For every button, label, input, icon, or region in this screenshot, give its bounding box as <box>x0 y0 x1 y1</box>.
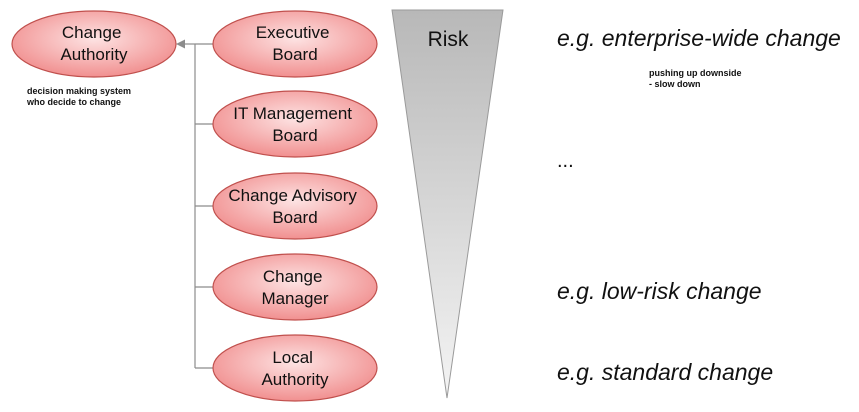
executive-board-label: Executive Board <box>256 23 334 64</box>
executive-board-label-line-2: Board <box>272 45 317 64</box>
slow-down-note-line-2: - slow down <box>649 79 701 89</box>
slow-down-note: pushing up downside - slow down <box>649 68 744 89</box>
example-standard: e.g. standard change <box>557 359 773 385</box>
change-authority-label-line-2: Authority <box>60 45 128 64</box>
change-authority-label: Change Authority <box>60 23 128 64</box>
change-manager-label: Change Manager <box>261 267 328 308</box>
executive-board-ellipse <box>212 10 378 78</box>
decision-note: decision making system who decide to cha… <box>26 86 134 107</box>
change-advisory-board-label-line-1: Change Advisory <box>228 186 357 205</box>
slow-down-note-line-1: pushing up downside <box>649 68 742 78</box>
local-authority-label-line-2: Authority <box>261 370 329 389</box>
it-management-board-label-line-2: Board <box>272 126 317 145</box>
change-manager-label-line-2: Manager <box>261 289 328 308</box>
executive-board-node: Executive Board <box>212 10 378 78</box>
change-authority-ellipse <box>11 10 177 78</box>
change-manager-label-line-1: Change <box>263 267 323 286</box>
change-manager-node: Change Manager <box>212 253 378 321</box>
risk-triangle <box>391 9 504 399</box>
change-authority-label-line-1: Change <box>62 23 122 42</box>
decision-note-line-2: who decide to change <box>26 97 121 107</box>
change-advisory-board-ellipse <box>212 172 378 240</box>
example-ellipsis: ... <box>557 150 574 172</box>
it-management-board-node: IT Management Board <box>212 90 378 158</box>
connector-lines <box>176 39 213 369</box>
change-advisory-board-node: Change Advisory Board <box>212 172 378 240</box>
local-authority-node: Local Authority <box>212 334 378 402</box>
decision-note-line-1: decision making system <box>27 86 131 96</box>
risk-title: Risk <box>428 28 469 51</box>
it-management-board-label: IT Management Board <box>233 104 357 145</box>
arrowhead-icon <box>176 39 185 49</box>
executive-board-label-line-1: Executive <box>256 23 330 42</box>
change-manager-ellipse <box>212 253 378 321</box>
local-authority-ellipse <box>212 334 378 402</box>
it-management-board-label-line-1: IT Management <box>233 104 352 123</box>
local-authority-label-line-1: Local <box>272 348 313 367</box>
local-authority-label: Local Authority <box>261 348 329 389</box>
example-low-risk: e.g. low-risk change <box>557 278 762 304</box>
example-enterprise-wide: e.g. enterprise-wide change <box>557 25 841 51</box>
change-advisory-board-label-line-2: Board <box>272 208 317 227</box>
change-advisory-board-label: Change Advisory Board <box>228 186 361 227</box>
change-authority-node: Change Authority <box>11 10 177 78</box>
it-management-board-ellipse <box>212 90 378 158</box>
